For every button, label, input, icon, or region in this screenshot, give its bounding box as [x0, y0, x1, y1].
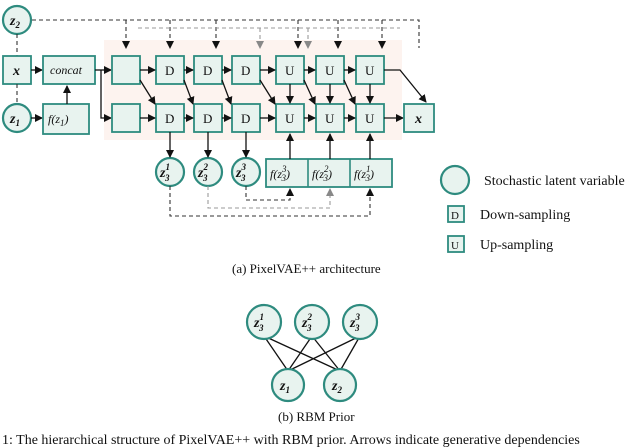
svg-text:D: D	[451, 210, 459, 222]
x-input-node: x	[2, 55, 32, 85]
svg-text:x: x	[414, 112, 422, 127]
svg-text:z23: z23	[301, 312, 312, 333]
svg-text:z33: z33	[235, 162, 246, 183]
row1-up-3: U	[355, 55, 385, 85]
down-to-z3-edges	[166, 132, 250, 158]
z3-dashed-links	[169, 186, 374, 217]
row1-input-block	[111, 55, 141, 85]
row1-edges	[140, 66, 427, 103]
row2-up-2: U	[315, 103, 345, 133]
svg-text:D: D	[165, 63, 174, 78]
rbm-edges	[263, 335, 361, 372]
caption-b: (b) RBM Prior	[278, 409, 355, 424]
svg-text:Down-sampling: Down-sampling	[480, 208, 570, 223]
svg-text:f(z33): f(z33)	[270, 164, 290, 183]
row1-down-3: D	[231, 55, 261, 85]
row2-down-3: D	[231, 103, 261, 133]
svg-text:f(z13): f(z13)	[354, 164, 374, 183]
svg-text:z2: z2	[331, 379, 342, 395]
svg-text:U: U	[365, 111, 375, 126]
svg-text:z33: z33	[349, 312, 360, 333]
row1-down-2: D	[193, 55, 223, 85]
svg-text:f(z23): f(z23)	[312, 164, 332, 183]
row2-up-3: U	[355, 103, 385, 133]
f-z1-node: f(z1)	[42, 103, 90, 135]
row1-up-2: U	[315, 55, 345, 85]
svg-text:Stochastic latent variable: Stochastic latent variable	[484, 174, 625, 189]
row1-down-1: D	[155, 55, 185, 85]
svg-text:U: U	[285, 111, 295, 126]
svg-text:U: U	[325, 111, 335, 126]
legend-down: D Down-sampling	[447, 205, 570, 223]
concat-to-row2-edge	[100, 70, 112, 122]
rbm-z1: z1	[270, 367, 306, 403]
z1-node: z1	[1, 102, 33, 134]
svg-text:z2: z2	[9, 14, 20, 30]
z2-node: z2	[1, 4, 33, 36]
svg-text:U: U	[325, 63, 335, 78]
svg-text:z1: z1	[279, 379, 290, 395]
row1-up-1: U	[275, 55, 305, 85]
svg-text:z13: z13	[253, 312, 264, 333]
rbm-z2: z2	[322, 367, 358, 403]
row-cross-edges	[139, 79, 356, 105]
legend: Stochastic latent variable D Down-sampli…	[439, 164, 625, 253]
svg-text:z1: z1	[9, 112, 20, 128]
svg-text:f(z1): f(z1)	[48, 112, 69, 128]
row2-down-1: D	[155, 103, 185, 133]
concat-node: concat	[42, 55, 96, 85]
svg-text:D: D	[203, 111, 212, 126]
row2-down-2: D	[193, 103, 223, 133]
svg-text:z13: z13	[159, 162, 170, 183]
svg-text:Up-sampling: Up-sampling	[480, 238, 553, 253]
svg-text:z23: z23	[197, 162, 208, 183]
fz3-to-up-edges	[286, 133, 374, 159]
z2-dashed-links	[32, 19, 420, 49]
figure-caption-partial: 1: The hierarchical structure of PixelVA…	[2, 433, 580, 447]
svg-text:x: x	[12, 64, 20, 79]
row1-blocks: D D D U U U	[111, 55, 385, 85]
svg-text:U: U	[451, 240, 459, 252]
svg-text:concat: concat	[50, 63, 83, 77]
row2-input-block	[111, 103, 141, 133]
row2-up-1: U	[275, 103, 305, 133]
x-output-node: x	[403, 103, 435, 133]
row-vertical-edges	[286, 84, 374, 104]
svg-text:D: D	[241, 111, 250, 126]
svg-text:U: U	[365, 63, 375, 78]
svg-text:D: D	[165, 111, 174, 126]
legend-up: U Up-sampling	[447, 235, 553, 253]
svg-text:D: D	[203, 63, 212, 78]
caption-a: (a) PixelVAE++ architecture	[232, 261, 381, 276]
svg-text:U: U	[285, 63, 295, 78]
svg-text:D: D	[241, 63, 250, 78]
legend-stochastic: Stochastic latent variable	[439, 164, 625, 196]
